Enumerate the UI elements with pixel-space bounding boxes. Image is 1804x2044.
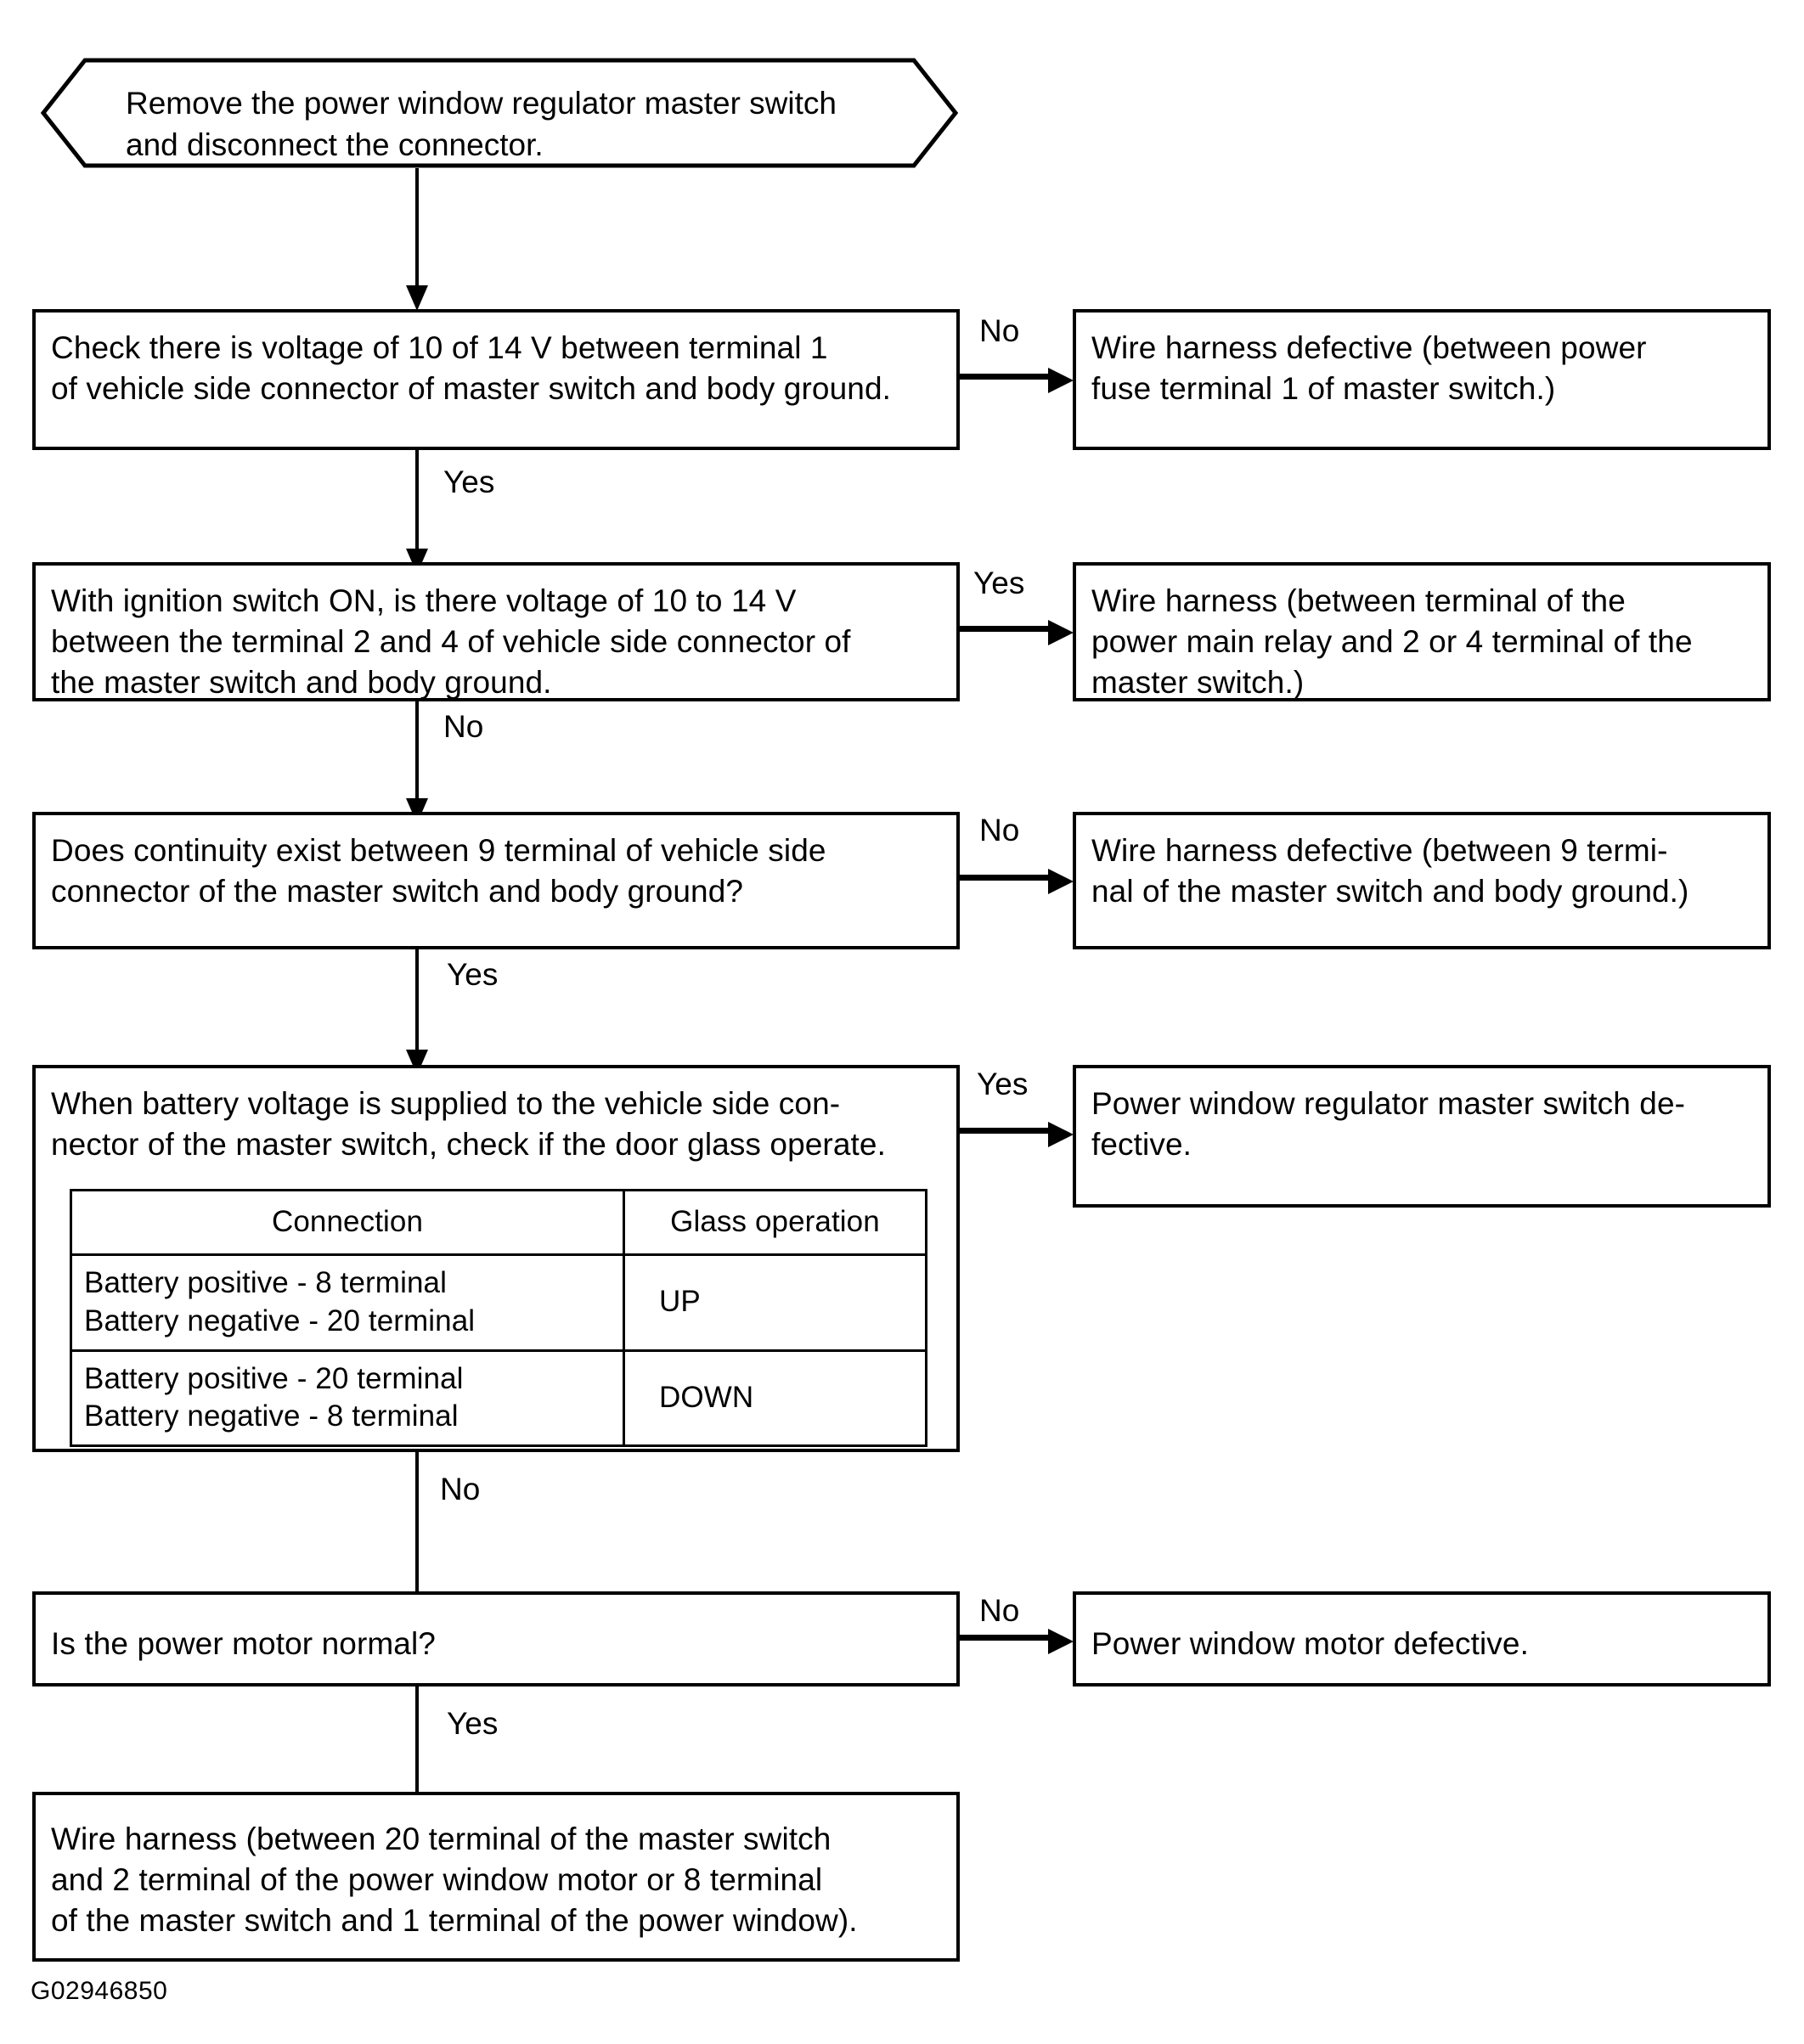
step2-branch-label: Yes <box>973 566 1025 600</box>
step3-result-line-2: nal of the master switch and body ground… <box>1091 874 1689 909</box>
step2-question-box: With ignition switch ON, is there voltag… <box>32 562 960 701</box>
final-line-3: of the master switch and 1 terminal of t… <box>51 1903 858 1939</box>
connector-step5-to-result <box>960 1635 1053 1641</box>
step4-result-line-1: Power window regulator master switch de- <box>1091 1086 1686 1121</box>
step4-line-2: nector of the master switch, check if th… <box>51 1127 886 1163</box>
figure-id-code: G02946850 <box>31 1977 168 2005</box>
arrowhead-step5-to-result <box>1048 1629 1074 1654</box>
step1-result-box: Wire harness defective (between power fu… <box>1073 309 1771 450</box>
final-result-box: Wire harness (between 20 terminal of the… <box>32 1792 960 1962</box>
connector-step2-to-step3 <box>415 701 419 802</box>
step4-down-label: No <box>440 1472 481 1506</box>
step2-result-line-2: power main relay and 2 or 4 terminal of … <box>1091 624 1693 660</box>
step3-line-2: connector of the master switch and body … <box>51 874 744 909</box>
step5-result-box: Power window motor defective. <box>1073 1591 1771 1686</box>
step2-result-box: Wire harness (between terminal of the po… <box>1073 562 1771 701</box>
connector-step1-to-result <box>960 374 1053 380</box>
step1-line-2: of vehicle side connector of master swit… <box>51 371 892 407</box>
final-line-2: and 2 terminal of the power window motor… <box>51 1862 823 1898</box>
step3-result-line-1: Wire harness defective (between 9 termi- <box>1091 833 1668 868</box>
table-header-glass-operation: Glass operation <box>623 1189 927 1256</box>
connector-step5-to-final <box>415 1686 419 1841</box>
table-cell-connection-down: Battery positive - 20 terminal Battery n… <box>70 1349 625 1448</box>
step1-branch-label: No <box>979 313 1020 348</box>
step3-result-box: Wire harness defective (between 9 termi-… <box>1073 812 1771 949</box>
step3-question-box: Does continuity exist between 9 terminal… <box>32 812 960 949</box>
step3-line-1: Does continuity exist between 9 terminal… <box>51 833 826 868</box>
step4-question-box: When battery voltage is supplied to the … <box>32 1065 960 1452</box>
step5-question-box: Is the power motor normal? <box>32 1591 960 1686</box>
table-cell-operation-up: UP <box>623 1253 927 1352</box>
table-row: Battery positive - 20 terminal Battery n… <box>70 1349 927 1448</box>
connector-step2-to-result <box>960 626 1053 632</box>
step4-result-line-2: fective. <box>1091 1127 1192 1163</box>
final-line-1: Wire harness (between 20 terminal of the… <box>51 1822 832 1856</box>
step4-branch-label: Yes <box>977 1067 1029 1101</box>
connector-step3-to-step4 <box>415 949 419 1053</box>
step5-down-label: Yes <box>447 1706 499 1741</box>
table-cell-connection-up: Battery positive - 8 terminal Battery ne… <box>70 1253 625 1352</box>
start-line-1: Remove the power window regulator master… <box>126 86 837 121</box>
step1-result-line-2: fuse terminal 1 of master switch.) <box>1091 371 1556 407</box>
step3-branch-label: No <box>979 813 1020 847</box>
start-terminator: Remove the power window regulator master… <box>41 58 958 168</box>
step1-result-line-1: Wire harness defective (between power <box>1091 330 1647 365</box>
step2-line-3: the master switch and body ground. <box>51 665 552 701</box>
arrowhead-start-to-step1 <box>406 285 428 311</box>
step1-down-label: Yes <box>443 465 495 499</box>
step3-down-label: Yes <box>447 957 499 992</box>
start-terminator-text: Remove the power window regulator master… <box>126 83 837 166</box>
arrowhead-step3-to-result <box>1048 869 1074 894</box>
connector-start-to-step1 <box>415 168 419 289</box>
table-row: Battery positive - 8 terminal Battery ne… <box>70 1253 927 1352</box>
step2-line-1: With ignition switch ON, is there voltag… <box>51 583 797 618</box>
step1-question-box: Check there is voltage of 10 of 14 V bet… <box>32 309 960 450</box>
connector-step4-to-result <box>960 1128 1053 1134</box>
glass-operation-table: Connection Glass operation Battery posit… <box>70 1189 927 1448</box>
connector-step1-to-step2 <box>415 450 419 552</box>
step2-down-label: No <box>443 709 484 744</box>
arrowhead-step2-to-result <box>1048 620 1074 645</box>
step2-result-line-3: master switch.) <box>1091 665 1305 701</box>
step5-branch-label: No <box>979 1593 1020 1628</box>
arrowhead-step1-to-result <box>1048 368 1074 393</box>
arrowhead-step4-to-result <box>1048 1122 1074 1147</box>
table-header-row: Connection Glass operation <box>70 1189 927 1256</box>
table-header-connection: Connection <box>70 1189 625 1256</box>
step5-line-1: Is the power motor normal? <box>51 1626 436 1661</box>
step2-line-2: between the terminal 2 and 4 of vehicle … <box>51 624 851 660</box>
step2-result-line-1: Wire harness (between terminal of the <box>1091 583 1626 618</box>
connector-step3-to-result <box>960 875 1053 881</box>
step4-result-box: Power window regulator master switch de-… <box>1073 1065 1771 1208</box>
step1-line-1: Check there is voltage of 10 of 14 V bet… <box>51 330 828 365</box>
start-line-2: and disconnect the connector. <box>126 127 544 162</box>
step5-result-line-1: Power window motor defective. <box>1091 1626 1529 1661</box>
table-cell-operation-down: DOWN <box>623 1349 927 1448</box>
step4-line-1: When battery voltage is supplied to the … <box>51 1086 841 1121</box>
connector-step4-to-step5 <box>415 1452 419 1637</box>
